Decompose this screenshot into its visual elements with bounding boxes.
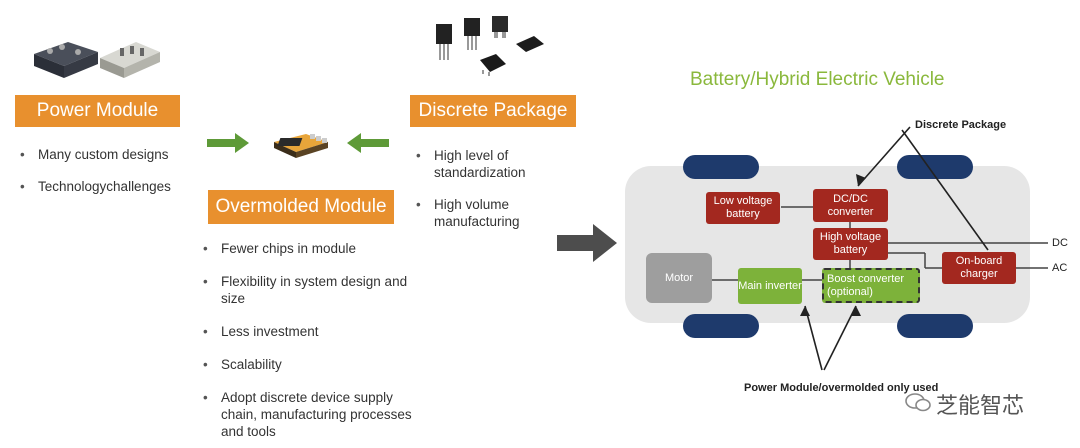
list-item: Less investment	[203, 323, 423, 340]
arrow-right-icon	[557, 224, 617, 267]
wheel-icon	[683, 155, 759, 179]
high-voltage-battery-node: High voltage battery	[813, 228, 888, 260]
discrete-package-image	[430, 14, 550, 84]
wheel-icon	[683, 314, 759, 338]
list-item: Adopt discrete device supply chain, manu…	[203, 389, 421, 440]
ac-label: AC	[1052, 262, 1068, 274]
power-module-bullets: Many custom designs Technologychallenges	[20, 146, 200, 195]
watermark: 芝能智芯	[904, 388, 1024, 420]
watermark-text: 芝能智芯	[936, 394, 1025, 419]
list-item: Fewer chips in module	[203, 240, 423, 257]
wechat-icon	[904, 391, 932, 418]
list-item: Technologychallenges	[20, 178, 200, 195]
dcdc-converter-node: DC/DC converter	[813, 189, 888, 222]
boost-converter-node: Boost converter (optional)	[822, 268, 920, 303]
power-module-image	[28, 34, 168, 84]
dc-label: DC	[1052, 237, 1068, 249]
right-arrow-icon	[207, 133, 249, 158]
power-module-title: Power Module	[15, 95, 180, 127]
vehicle-title: Battery/Hybrid Electric Vehicle	[690, 69, 945, 90]
list-item: Many custom designs	[20, 146, 200, 163]
discrete-package-label: Discrete Package	[915, 119, 1007, 131]
main-inverter-node: Main inverter	[738, 268, 802, 304]
overmolded-module-image	[266, 128, 336, 162]
list-item: High level of standardization	[416, 147, 566, 181]
list-item: Flexibility in system design and size	[203, 273, 423, 307]
discrete-bullets: High level of standardization High volum…	[416, 147, 566, 230]
left-arrow-icon	[347, 133, 389, 158]
discrete-package-title: Discrete Package	[410, 95, 576, 127]
wheel-icon	[897, 314, 973, 338]
low-voltage-battery-node: Low voltage battery	[706, 192, 780, 224]
list-item: Scalability	[203, 356, 423, 373]
overmolded-module-title: Overmolded Module	[208, 190, 394, 224]
overmolded-bullets: Fewer chips in module Flexibility in sys…	[203, 240, 423, 440]
power-module-only-label: Power Module/overmolded only used	[744, 382, 939, 394]
list-item: High volume manufacturing	[416, 196, 566, 230]
onboard-charger-node: On-board charger	[942, 252, 1016, 284]
motor-node: Motor	[646, 253, 712, 303]
